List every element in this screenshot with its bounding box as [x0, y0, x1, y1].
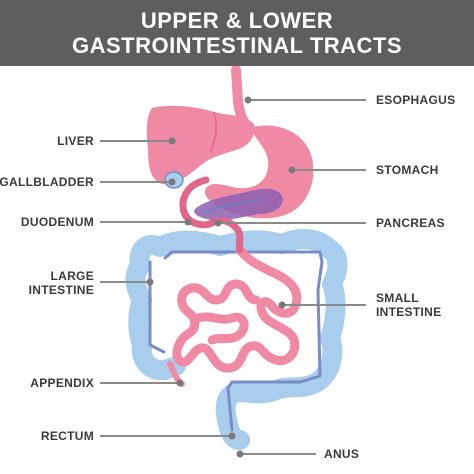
- label-large-intestine-line1: LARGE: [50, 269, 94, 283]
- title-banner: UPPER & LOWER GASTROINTESTINAL TRACTS: [0, 0, 474, 66]
- label-esophagus: ESOPHAGUS: [376, 93, 456, 107]
- leader-lines: [100, 99, 366, 455]
- label-stomach: STOMACH: [376, 163, 439, 177]
- label-gallbladder: GALLBLADDER: [0, 175, 94, 189]
- label-duodenum: DUODENUM: [20, 215, 94, 229]
- label-liver: LIVER: [57, 134, 94, 148]
- title-line-1: UPPER & LOWER: [140, 8, 334, 33]
- title-line-2: GASTROINTESTINAL TRACTS: [71, 33, 403, 58]
- label-anus: ANUS: [324, 447, 360, 461]
- gi-tract-illustration: [100, 66, 366, 458]
- label-small-intestine-line1: SMALL: [376, 291, 419, 305]
- label-pancreas: PANCREAS: [376, 216, 445, 230]
- liver: [146, 105, 255, 185]
- small-intestine: [172, 245, 302, 373]
- label-rectum: RECTUM: [40, 429, 94, 443]
- duodenum: [179, 176, 244, 254]
- leader-dots: [146, 96, 296, 458]
- label-appendix: APPENDIX: [30, 376, 94, 390]
- label-large-intestine-line2: INTESTINE: [28, 283, 94, 297]
- label-small-intestine-line2: INTESTINE: [376, 305, 442, 319]
